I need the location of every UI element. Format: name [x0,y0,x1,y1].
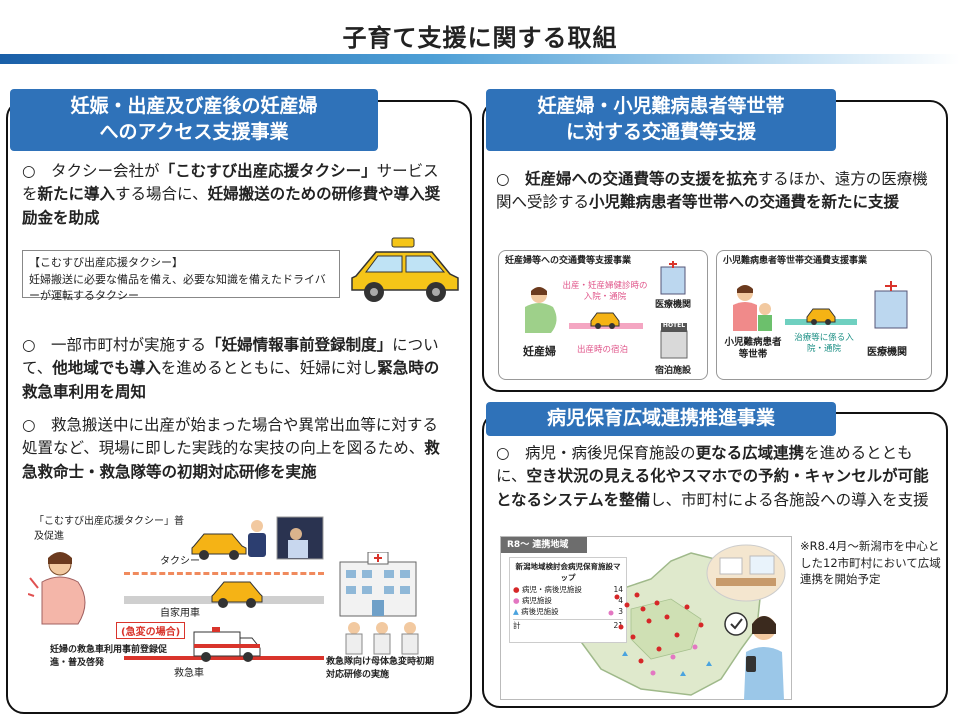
taxi-route-label: タクシー [160,556,200,567]
right-top-tag-line1: 妊産婦・小児難病患者等世帯 [537,95,785,118]
pregnant-support-title: 妊産婦等への交通費等支援事業 [505,256,632,266]
left-item1-text: ○ タクシー会社が「こむすび出産応援タクシー」サービスを新たに導入する場合に、妊… [22,162,441,227]
child-route-label: 治療等に係る入院・通院 [794,333,854,355]
private-car-icon [211,581,263,608]
legend-dot-icon: ● [513,584,520,594]
map-legend-title: 新潟地域検討会病児保育施設マップ [515,562,621,583]
hospital-icon [660,261,686,295]
right-top-tag: 妊産婦・小児難病患者等世帯 に対する交通費等支援 [486,89,836,151]
pregnant-route-upper: 出産・妊産婦健診時の入院・通院 [562,281,648,303]
hotel-sign: HOTEL [662,322,686,329]
ambulance-icon [193,627,261,662]
pregnant-woman-icon [525,287,557,333]
legend-dot-icon: ● [513,595,520,605]
left-tag-line1: 妊娠・出産及び産後の妊産婦 [70,95,318,118]
register-promo-label: 妊婦の救急車利用事前登録促進・普及啓発 [50,645,168,668]
taxi-box-body: 妊婦搬送に必要な備品を備え、必要な知識を備えたドライバーが運転するタクシー [29,272,326,303]
taxi-car-icon [806,308,836,325]
rescue-team-icon [345,622,419,655]
pregnant-route-lower: 出産時の宿泊 [577,345,629,355]
left-item3-text: ○ 救急搬送中に出産が始まった場合や異常出血等に対する処置など、現場に即した実践… [22,416,440,481]
title-underline-bar [0,54,960,64]
taxi-car-icon [590,312,620,329]
right-bottom-tag: 病児保育広域連携推進事業 [486,402,836,436]
driver-icon [248,520,266,557]
ambulance-label: 救急車 [174,668,204,679]
region-note: ※R8.4月～新潟市を中心とした12市町村において広域連携を開始予定 [800,539,941,587]
right-bottom-tag-text: 病児保育広域連携推進事業 [546,407,775,430]
child-family-label: 小児難病患者等世帯 [724,337,782,361]
facility-markers [608,592,712,676]
right-top-item1-text: ○ 妊産婦への交通費等の支援を拡充するほか、遠方の医療機関へ受診する小児難病患者… [496,170,928,212]
rescue-training-label: 救急隊向け母体急変時初期対応研修の実施 [326,657,435,680]
taxi-promo-label: 「こむすび出産応援タクシー」普及促進 [34,516,184,542]
training-photo [276,516,324,560]
left-item2-text: ○ 一部市町村が実施する「妊婦情報事前登録制度」について、他地域でも導入を進める… [22,336,440,401]
private-car-label: 自家用車 [160,608,200,619]
legend-triangle-icon: ▲ [513,607,519,616]
taxi-definition-box: 【こむすび出産応援タクシー】 妊婦搬送に必要な備品を備え、必要な知識を備えたドラ… [22,250,340,302]
left-panel-tag: 妊娠・出産及び産後の妊産婦 へのアクセス支援事業 [10,89,378,151]
transport-illustration: 「こむすび出産応援タクシー」普及促進 タクシー 自家用車 (急変の場合) 救急車… [14,506,460,704]
left-tag-line2: へのアクセス支援事業 [99,121,289,143]
hospital-icon [874,281,908,329]
pregnant-woman-icon [28,552,86,625]
pregnant-person-label: 妊産婦 [523,345,556,358]
page-title: 子育て支援に関する取組 [342,24,618,52]
ambulance-arrow [124,656,324,660]
childcare-room-photo [706,544,786,602]
hospital-building-icon [339,552,417,617]
parent-child-icon [733,285,772,331]
woman-smartphone-icon [724,612,784,700]
taxi-arrow [124,572,324,575]
taxi-car-icon [191,533,247,560]
pregnant-support-diagram: 妊産婦等への交通費等支援事業 妊産婦 出産・妊産婦健診時の入院・通院 出産時の宿… [498,250,708,380]
hospital-label: 医療機関 [655,300,692,310]
hospital-label: 医療機関 [867,347,907,358]
right-bottom-item1-text: ○ 病児・病後児保育施設の更なる広域連携を進めるとともに、空き状況の見える化やス… [496,444,929,509]
map-header: R8～ 連携地域 [501,537,587,553]
child-disease-support-diagram: 小児難病患者等世帯交通費支援事業 小児難病患者等世帯 治療等に係る入院・通院 医… [716,250,932,380]
taxi-illustration [351,237,459,302]
taxi-box-title: 【こむすび出産応援タクシー】 [29,256,183,269]
emergency-case-label: (急変の場合) [116,622,186,639]
right-top-tag-line2: に対する交通費等支援 [565,121,756,143]
hotel-icon [660,323,688,359]
hotel-label: 宿泊施設 [655,366,692,376]
child-disease-support-title: 小児難病患者等世帯交通費支援事業 [723,256,868,266]
